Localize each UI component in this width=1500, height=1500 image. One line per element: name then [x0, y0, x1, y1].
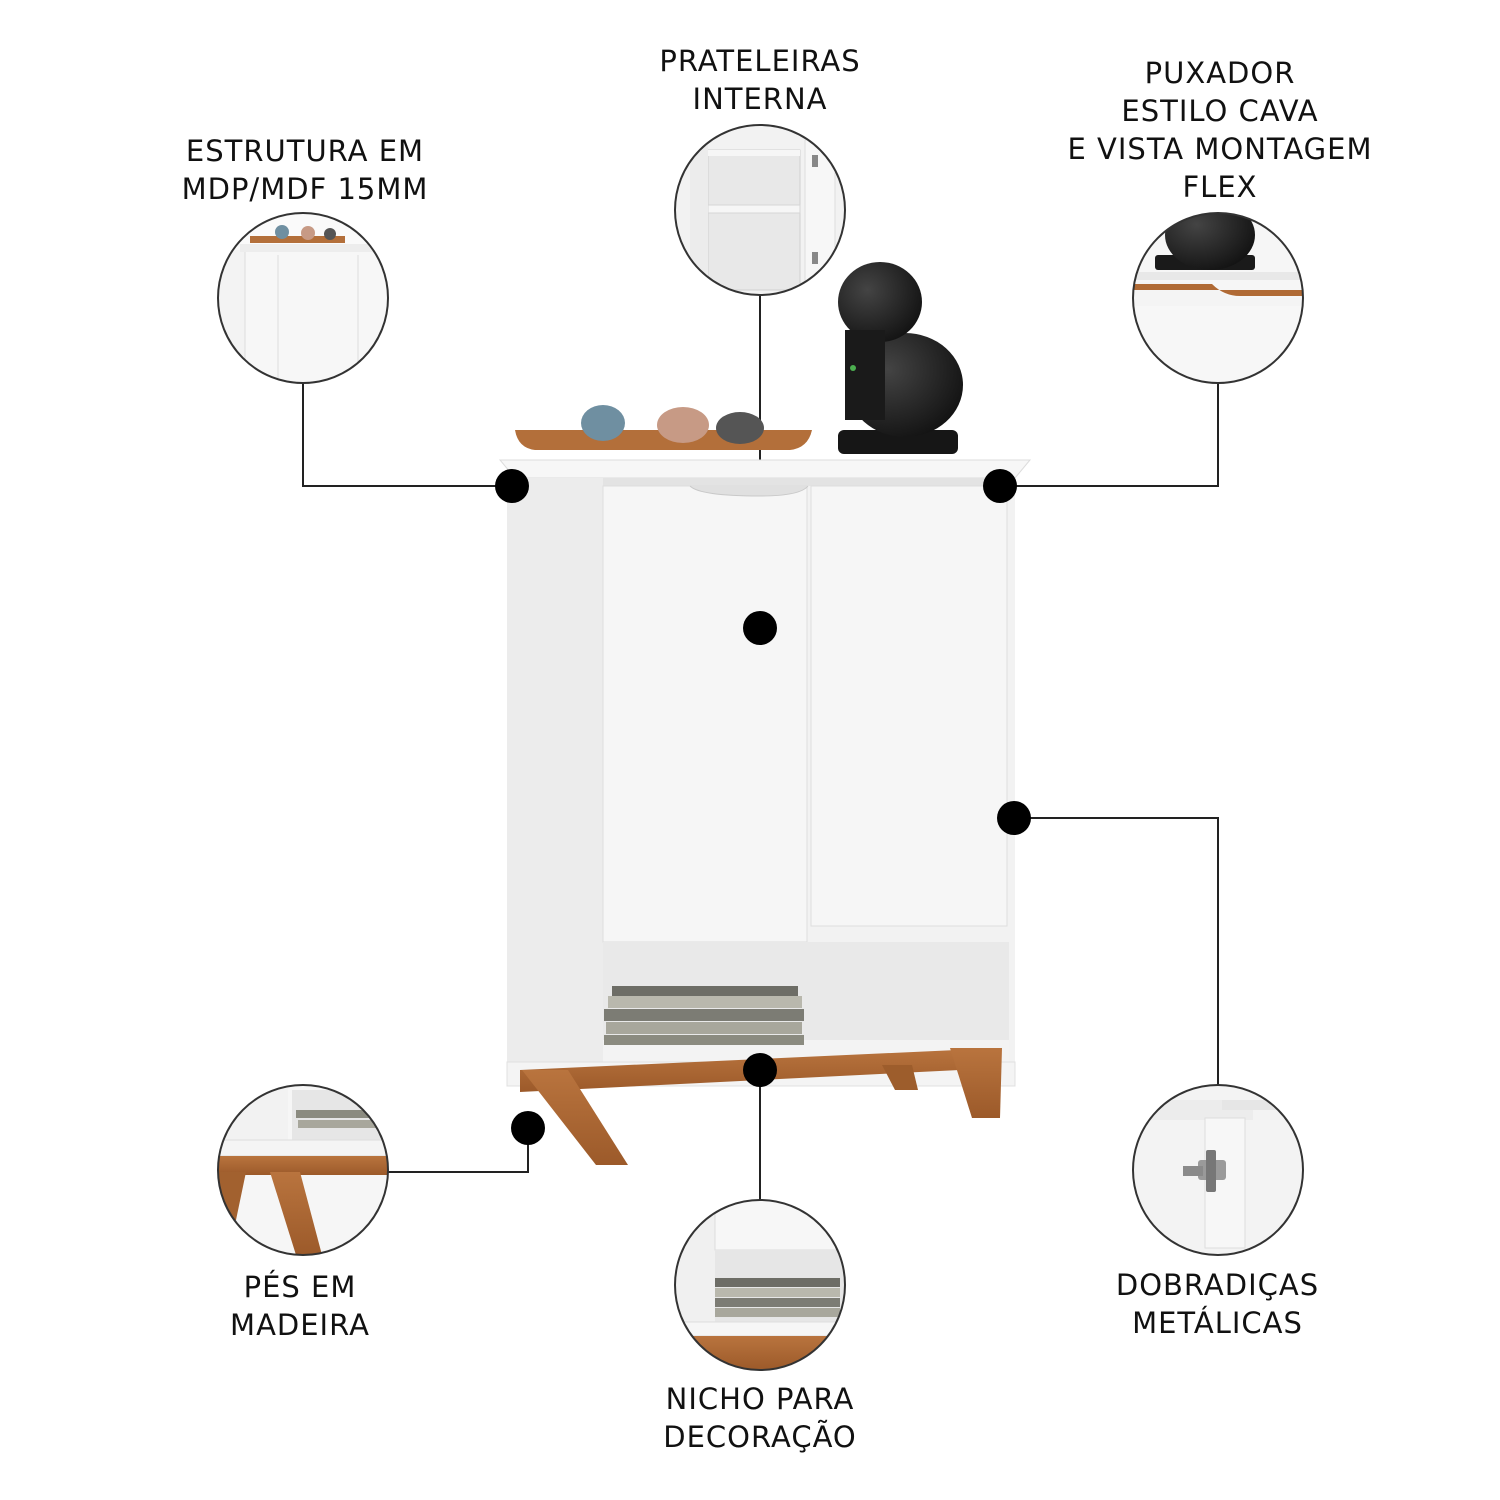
label-prateleiras: PRATELEIRAS INTERNA: [640, 42, 880, 118]
dot-estrutura: [495, 469, 529, 503]
dot-pes: [511, 1111, 545, 1145]
label-line: PÉS EM: [243, 1270, 357, 1304]
label-puxador: PUXADOR ESTILO CAVA E VISTA MONTAGEM FLE…: [1060, 54, 1380, 206]
zoom-prateleiras: [674, 124, 846, 296]
coffee-machine: [838, 262, 963, 454]
zoom-nicho: [674, 1199, 846, 1371]
label-line: MADEIRA: [230, 1308, 370, 1342]
label-line: NICHO PARA: [665, 1382, 855, 1416]
label-line: E VISTA MONTAGEM: [1067, 132, 1373, 166]
label-line: DOBRADIÇAS: [1115, 1268, 1320, 1302]
leg-back-right: [882, 1065, 918, 1090]
zoom-estrutura: [217, 212, 389, 384]
leg-front-right: [950, 1048, 1002, 1118]
label-nicho: NICHO PARA DECORAÇÃO: [640, 1380, 880, 1456]
label-line: INTERNA: [692, 82, 828, 116]
label-pes: PÉS EM MADEIRA: [200, 1268, 400, 1344]
label-line: ESTRUTURA EM: [185, 134, 425, 168]
books: [604, 986, 804, 1045]
label-line: ESTILO CAVA: [1121, 94, 1319, 128]
dot-puxador: [983, 469, 1017, 503]
label-line: PUXADOR: [1144, 56, 1296, 90]
zoom-pes: [217, 1084, 389, 1256]
label-estrutura: ESTRUTURA EM MDP/MDF 15MM: [180, 132, 430, 208]
label-line: FLEX: [1182, 170, 1258, 204]
label-line: DECORAÇÃO: [663, 1420, 857, 1454]
dot-prateleiras: [743, 611, 777, 645]
cava-handle: [689, 485, 809, 497]
connector-lines: [302, 295, 1219, 1200]
label-dobradicas: DOBRADIÇAS METÁLICAS: [1095, 1266, 1340, 1342]
zoom-puxador: [1132, 212, 1304, 384]
zoom-dobradicas: [1132, 1084, 1304, 1256]
tray-with-cups: [515, 405, 812, 450]
label-line: PRATELEIRAS: [659, 44, 861, 78]
callout-dots: [495, 469, 1031, 1145]
left-door: [602, 485, 808, 943]
label-line: METÁLICAS: [1132, 1306, 1303, 1340]
right-door: [810, 485, 1008, 927]
leg-front-left: [522, 1070, 628, 1165]
dot-dobradicas: [997, 801, 1031, 835]
dot-nicho: [743, 1053, 777, 1087]
label-line: MDP/MDF 15MM: [181, 172, 429, 206]
